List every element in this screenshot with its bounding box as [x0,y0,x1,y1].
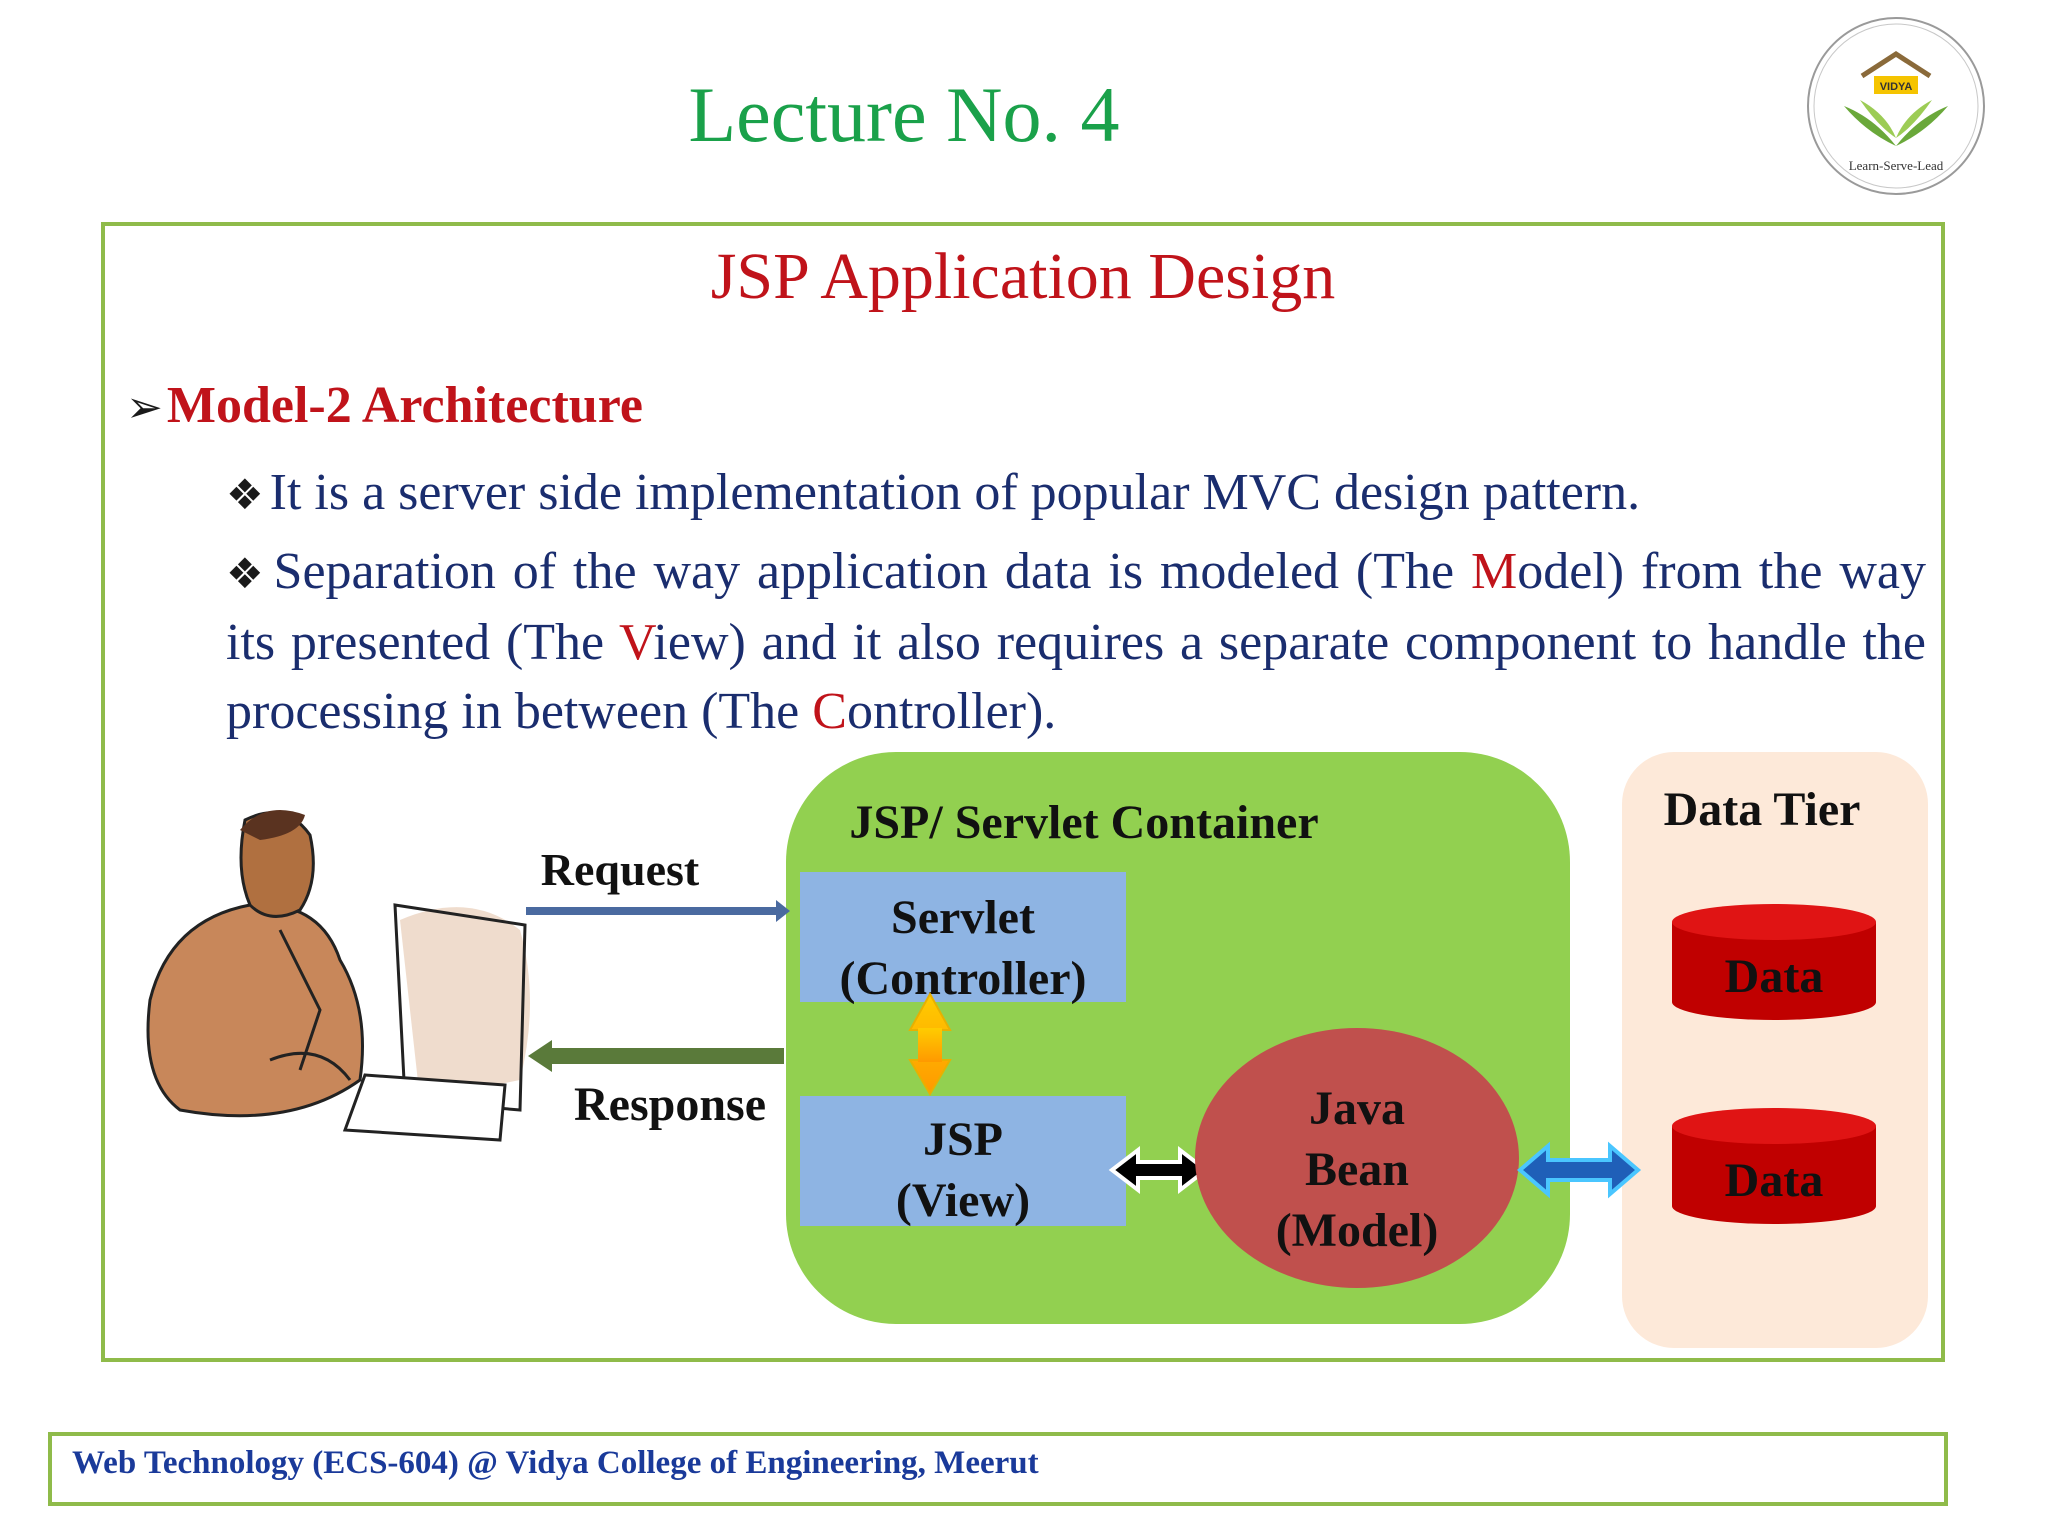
section-title: Model-2 Architecture [167,377,643,434]
logo-top-text: VIDYA [1880,81,1913,93]
logo-tagline: Learn-Serve-Lead [1849,158,1944,173]
data-store-1: Data [1672,904,1876,1020]
bullet-1-text: It is a server side implementation of po… [270,464,1640,521]
data-store-2: Data [1672,1108,1876,1224]
data-tier-title: Data Tier [1664,783,1861,836]
bullet-mvc: ❖It is a server side implementation of p… [226,458,1640,529]
data-store-1-label: Data [1725,950,1824,1003]
bullet-2-part4: ontroller). [847,683,1056,740]
mvc-diagram: JSP/ Servlet Container Data Tier Request… [0,740,2048,1360]
footer-text: Web Technology (ECS-604) @ Vidya College… [72,1447,1039,1480]
user-at-computer-icon [148,810,530,1140]
model-data-arrow [1520,1146,1638,1194]
data-tier-panel [1622,752,1928,1348]
request-label: Request [541,844,700,895]
section-heading: ➢Model-2 Architecture [126,380,643,432]
servlet-label: Servlet [891,891,1035,944]
diamond-bullet-icon: ❖ [226,549,268,598]
diamond-bullet-icon: ❖ [226,470,264,519]
arrow-bullet-icon: ➢ [126,382,163,433]
jsp-label: JSP [923,1113,1003,1166]
bean-label-2: Bean [1305,1143,1409,1196]
highlight-m: M [1471,543,1517,600]
highlight-c: C [812,683,847,740]
request-arrow [526,900,790,922]
jsp-role-label: (View) [896,1174,1030,1227]
container-title: JSP/ Servlet Container [849,796,1318,849]
highlight-v: V [619,614,653,671]
response-arrow [528,1040,784,1072]
lecture-title: Lecture No. 4 [0,76,1808,154]
bean-label-3: (Model) [1276,1204,1439,1257]
bullet-2-part1: Separation of the way application data i… [274,543,1471,600]
data-store-2-label: Data [1725,1154,1824,1207]
response-label: Response [574,1078,766,1131]
servlet-role-label: (Controller) [839,952,1086,1005]
bullet-separation: ❖Separation of the way application data … [226,537,1926,746]
slide-heading: JSP Application Design [101,244,1945,310]
bean-label-1: Java [1309,1082,1405,1135]
college-logo: VIDYA Learn-Serve-Lead [1804,14,1988,198]
